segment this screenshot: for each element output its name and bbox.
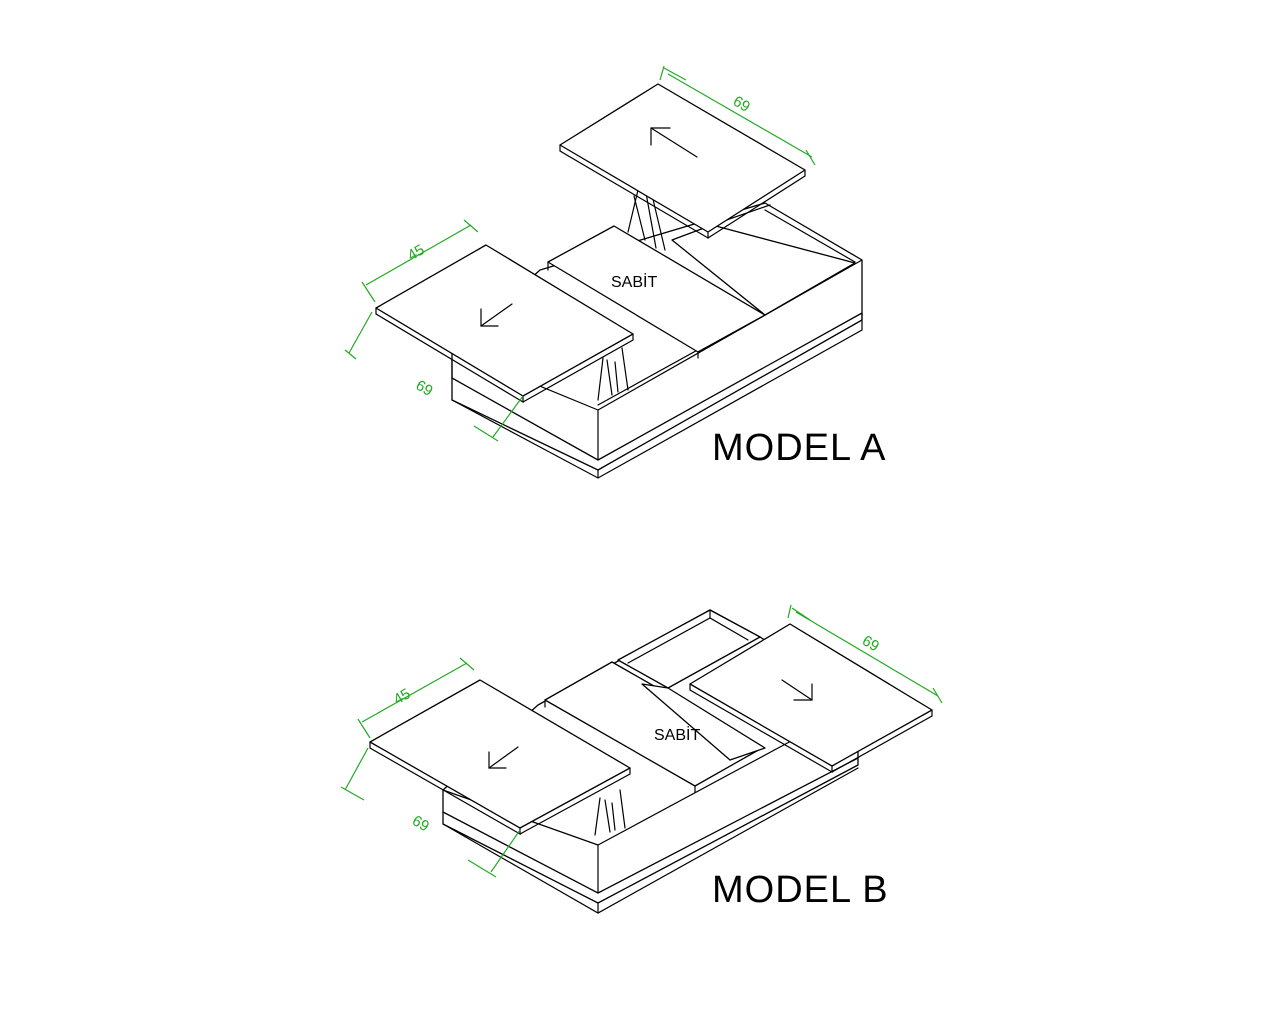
model-a-right-panel bbox=[671, 224, 856, 316]
down-left-arrow-icon bbox=[480, 303, 513, 327]
model-b-fixed-label: SABİT bbox=[654, 725, 700, 744]
model-b-table: SABİT 69 45 69 MODEL B bbox=[340, 604, 943, 914]
model-b-dimension-left-depth: 45 bbox=[357, 657, 475, 739]
model-a-dimension-top-width: 69 bbox=[659, 65, 816, 166]
model-a-fixed-label: SABİT bbox=[611, 272, 657, 291]
down-left-arrow-icon bbox=[488, 746, 519, 769]
model-a-title: MODEL A bbox=[712, 427, 887, 469]
model-b-title: MODEL B bbox=[712, 869, 889, 911]
down-right-arrow-icon bbox=[781, 679, 813, 701]
model-b-dimension-left-width: 69 bbox=[340, 747, 521, 878]
model-a-top-lift-mechanism bbox=[627, 189, 666, 251]
model-b-dimension-right-width: 69 bbox=[787, 604, 943, 704]
model-a-left-lift-mechanism bbox=[597, 347, 629, 401]
model-b-left-lift-mechanism bbox=[594, 789, 626, 836]
model-b-left-depth-text: 45 bbox=[391, 685, 414, 708]
model-a-dimension-left-width: 69 bbox=[344, 311, 524, 442]
model-b-back-panel bbox=[641, 683, 766, 761]
model-b-left-width-text: 69 bbox=[409, 812, 432, 835]
model-a-left-width-text: 69 bbox=[413, 377, 436, 400]
model-b-tray bbox=[617, 609, 761, 689]
up-left-arrow-icon bbox=[650, 127, 698, 158]
model-a-dimension-left-depth: 45 bbox=[361, 219, 479, 303]
model-a-top-width-text: 69 bbox=[730, 93, 753, 116]
model-b-right-width-text: 69 bbox=[859, 632, 882, 655]
model-a-table: SABİT 69 45 69 MODEL A bbox=[344, 65, 887, 479]
model-a-left-depth-text: 45 bbox=[405, 241, 428, 264]
